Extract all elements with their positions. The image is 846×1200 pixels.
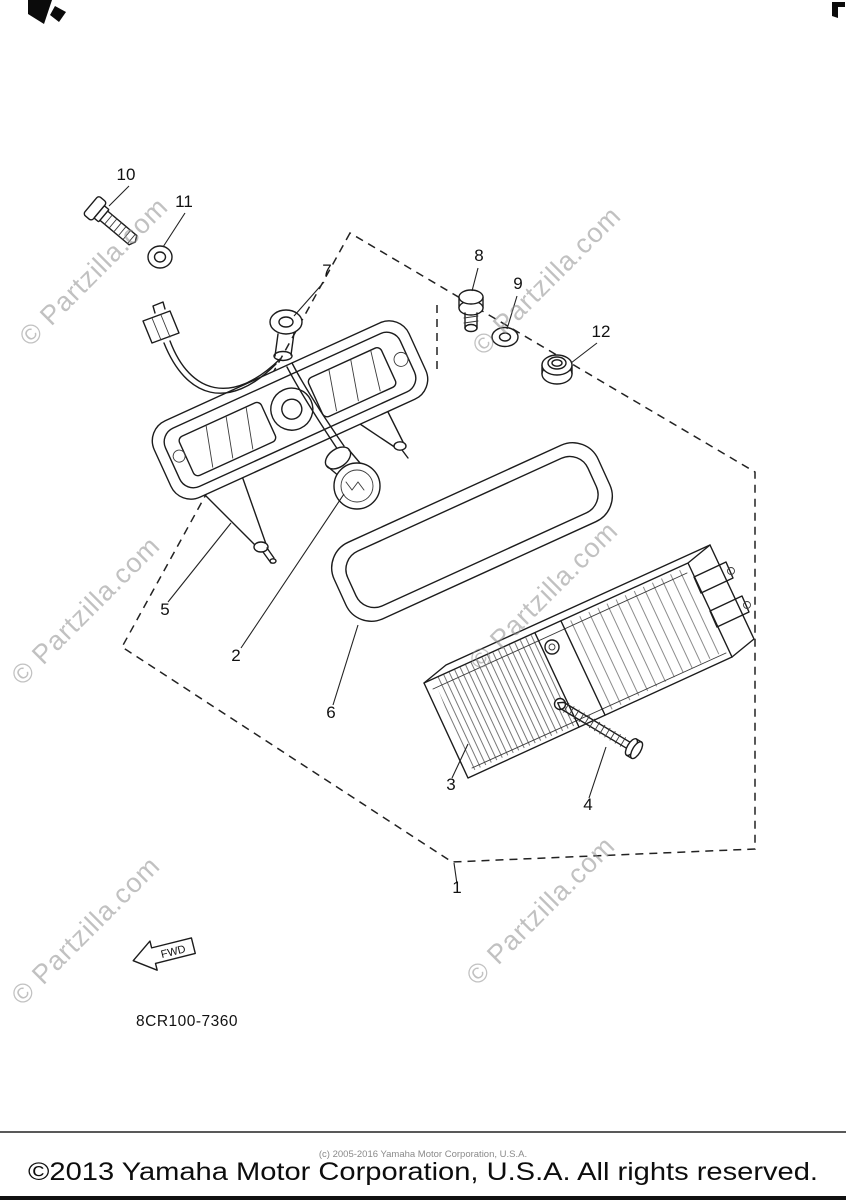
watermark: © Partzilla.com xyxy=(460,830,620,990)
callout-7: 7 xyxy=(322,261,331,280)
callout-5: 5 xyxy=(160,600,169,619)
washer-9 xyxy=(491,326,519,348)
bulb-socket-boss xyxy=(270,387,314,431)
callout-1: 1 xyxy=(452,878,461,897)
callout-8: 8 xyxy=(474,246,483,265)
lens-screw-boss xyxy=(544,639,560,655)
callout-11: 11 xyxy=(175,192,193,211)
housing-opening-left xyxy=(178,401,277,477)
watermark: © Partzilla.com xyxy=(5,530,165,690)
footer-fine-print: (c) 2005-2016 Yamaha Motor Corporation, … xyxy=(319,1149,527,1160)
lens-screw xyxy=(557,701,644,760)
callout-4: 4 xyxy=(583,795,592,814)
callout-12: 12 xyxy=(592,322,611,341)
mounting-post xyxy=(203,407,409,564)
fwd-label: FWD xyxy=(160,943,187,961)
hex-bolt xyxy=(83,196,138,246)
grommet xyxy=(269,309,303,362)
wire-connector xyxy=(142,301,180,344)
lens xyxy=(423,544,755,779)
taillight-housing xyxy=(151,320,429,500)
callout-10: 10 xyxy=(117,165,136,184)
footer-copyright: ©2013 Yamaha Motor Corporation, U.S.A. A… xyxy=(28,1158,818,1186)
lens-hatch-right xyxy=(563,569,723,712)
lens-hatch-left xyxy=(434,635,576,772)
callout-2: 2 xyxy=(231,646,240,665)
flange-nut xyxy=(541,354,573,385)
bolt-8 xyxy=(458,289,484,333)
washer-11 xyxy=(147,245,173,269)
callout-3: 3 xyxy=(446,775,455,794)
watermark: © Partzilla.com xyxy=(5,850,165,1010)
housing-rim xyxy=(151,320,429,500)
bottom-border xyxy=(0,1196,846,1200)
leader-lines xyxy=(108,185,607,885)
bulb xyxy=(324,446,381,510)
wire-harness xyxy=(163,340,345,451)
watermarks: © Partzilla.com © Partzilla.com © Partzi… xyxy=(5,191,626,1010)
fwd-arrow: FWD xyxy=(132,937,196,971)
gasket xyxy=(331,442,613,622)
part-code: 8CR100-7360 xyxy=(136,1013,238,1030)
callout-6: 6 xyxy=(326,703,335,722)
assembly-boundary xyxy=(121,231,756,863)
housing-opening-right xyxy=(307,347,397,418)
scan-artifact xyxy=(28,0,845,24)
callout-9: 9 xyxy=(513,274,522,293)
